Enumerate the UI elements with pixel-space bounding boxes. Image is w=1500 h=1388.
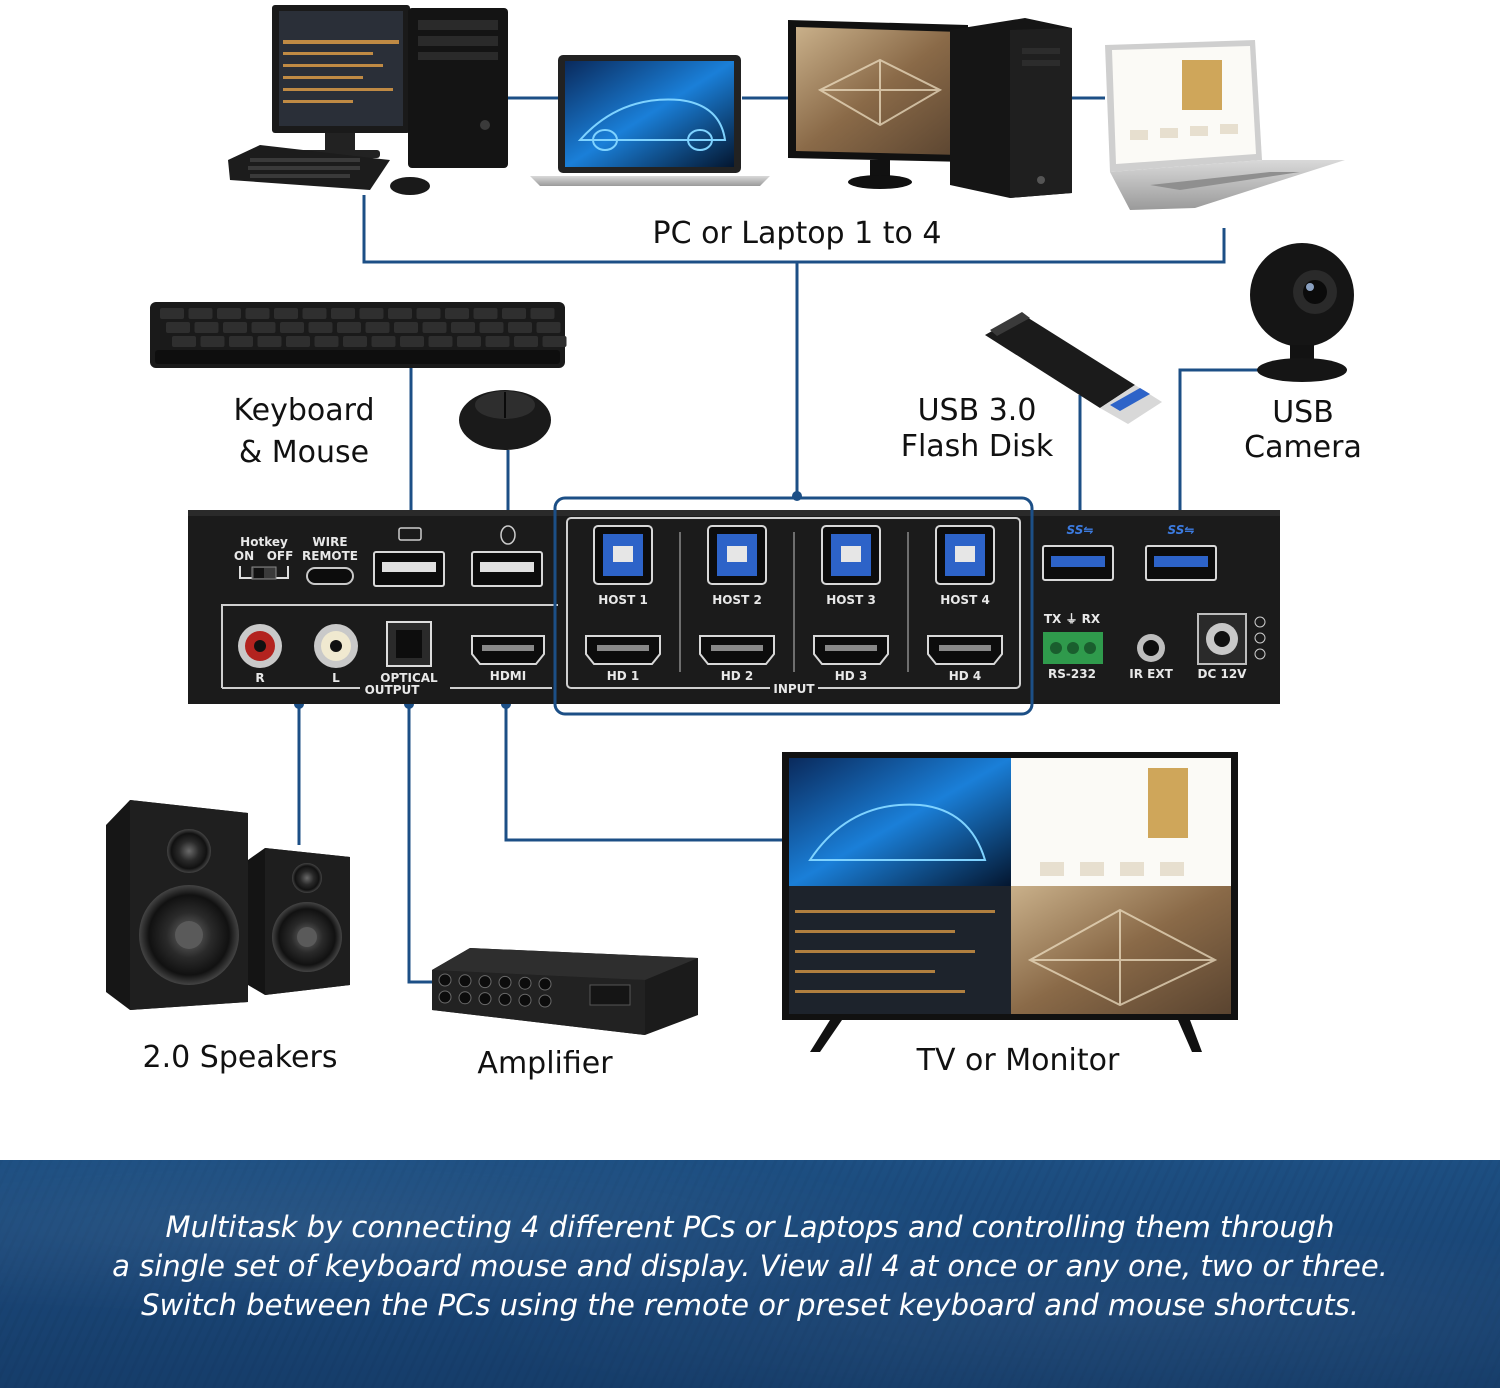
keyboard-label-line1: Keyboard xyxy=(233,393,374,428)
usb3-port-flash[interactable]: SS⇋ xyxy=(1042,523,1114,581)
svg-text:SS⇋: SS⇋ xyxy=(1067,523,1094,537)
wire-remote-port[interactable] xyxy=(306,567,354,585)
host-3-label: HOST 3 xyxy=(826,593,876,607)
optical-label: OPTICAL xyxy=(380,671,438,685)
hdmi-input-4-label: HD 4 xyxy=(949,669,982,683)
hdmi-input-4-port[interactable] xyxy=(927,635,1003,665)
input-highlight-frame xyxy=(553,496,1034,716)
ir-ext-label: IR EXT xyxy=(1129,667,1173,681)
rca-left-label: L xyxy=(332,671,340,685)
description-banner: Multitask by connecting 4 different PCs … xyxy=(0,1160,1500,1388)
hotkey-switch[interactable] xyxy=(239,566,289,580)
tv-monitor xyxy=(782,752,1238,1052)
wire-remote-label-1: WIRE xyxy=(312,535,347,549)
hdmi-input-2-port[interactable] xyxy=(699,635,775,665)
usb-camera-label-line2: Camera xyxy=(1244,430,1362,465)
host-3-usb-b-port[interactable] xyxy=(821,525,881,585)
hdmi-input-2-label: HD 2 xyxy=(721,669,754,683)
amplifier-label: Amplifier xyxy=(477,1046,613,1081)
usb3-port-camera[interactable]: SS⇋ xyxy=(1145,523,1217,581)
rca-right-jack[interactable] xyxy=(238,624,282,668)
description-text: Multitask by connecting 4 different PCs … xyxy=(40,1208,1460,1325)
wire-remote-label-2: REMOTE xyxy=(302,549,358,563)
usb-camera-label-line1: USB xyxy=(1272,395,1334,430)
description-line-1: Multitask by connecting 4 different PCs … xyxy=(165,1210,1335,1244)
host-1-usb-b-port[interactable] xyxy=(593,525,653,585)
amplifier xyxy=(432,948,698,1035)
output-label: OUTPUT xyxy=(365,683,421,697)
usb-flash-disk xyxy=(985,312,1162,424)
host-1-label: HOST 1 xyxy=(598,593,648,607)
dc-power-jack[interactable] xyxy=(1197,613,1266,665)
keyboard-usb-port[interactable] xyxy=(373,527,445,587)
diagram-canvas: PC or Laptop 1 to 4 Keyboard & Mouse USB… xyxy=(106,5,1362,1081)
svg-text:SS⇋: SS⇋ xyxy=(1168,523,1195,537)
optical-port[interactable] xyxy=(386,621,432,667)
input-label: INPUT xyxy=(773,682,815,696)
hdmi-output-port[interactable] xyxy=(471,635,545,665)
keyboard xyxy=(150,302,567,368)
usb-flash-label-line1: USB 3.0 xyxy=(918,393,1037,428)
host-2-label: HOST 2 xyxy=(712,593,762,607)
rca-left-jack[interactable] xyxy=(314,624,358,668)
ir-ext-jack[interactable] xyxy=(1137,634,1165,662)
keyboard-label-line2: & Mouse xyxy=(239,435,369,470)
hotkey-label: Hotkey xyxy=(240,535,288,549)
rca-right-label: R xyxy=(255,671,264,685)
rs232-label: RS-232 xyxy=(1048,667,1096,681)
kvm-switch-rear-panel: Hotkey ON OFF WIRE REMOTE xyxy=(188,496,1280,716)
pcs-label: PC or Laptop 1 to 4 xyxy=(653,216,942,251)
host-4-usb-b-port[interactable] xyxy=(935,525,995,585)
usb-flash-label-line2: Flash Disk xyxy=(901,429,1054,464)
description-line-3: Switch between the PCs using the remote … xyxy=(141,1288,1359,1322)
usb-camera xyxy=(1250,243,1354,382)
speakers-label: 2.0 Speakers xyxy=(143,1040,338,1075)
hdmi-input-3-label: HD 3 xyxy=(835,669,868,683)
monitor-tower-pc-3 xyxy=(788,18,1072,198)
hdmi-input-1-port[interactable] xyxy=(585,635,661,665)
host-4-label: HOST 4 xyxy=(940,593,990,607)
mouse-usb-port[interactable] xyxy=(471,525,543,587)
hotkey-on-label: ON xyxy=(234,549,254,563)
hotkey-off-label: OFF xyxy=(267,549,294,563)
hdmi-output-label: HDMI xyxy=(490,669,526,683)
speakers xyxy=(106,800,350,1010)
desktop-pc-1 xyxy=(228,5,508,195)
rs232-pins-label: TX ⏚ RX xyxy=(1044,612,1101,626)
laptop-pc-4 xyxy=(1105,40,1345,210)
mouse xyxy=(459,390,551,450)
tv-label: TV or Monitor xyxy=(916,1043,1120,1078)
laptop-pc-2 xyxy=(530,55,770,186)
hdmi-input-1-label: HD 1 xyxy=(607,669,640,683)
dc-label: DC 12V xyxy=(1198,667,1248,681)
host-2-usb-b-port[interactable] xyxy=(707,525,767,585)
rs232-terminal[interactable] xyxy=(1043,632,1103,664)
hdmi-input-3-port[interactable] xyxy=(813,635,889,665)
description-line-2: a single set of keyboard mouse and displ… xyxy=(112,1249,1388,1283)
